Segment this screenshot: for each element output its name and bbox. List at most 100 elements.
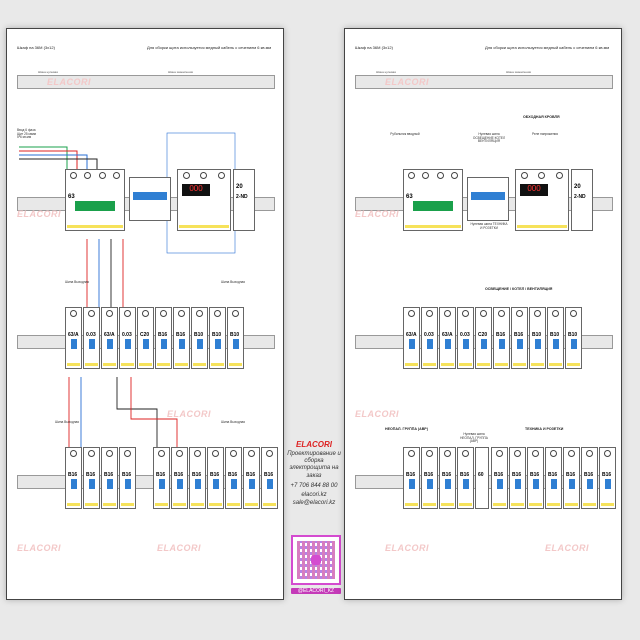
qr-code[interactable] bbox=[291, 535, 341, 585]
breaker[interactable]: C20 bbox=[137, 307, 154, 369]
breaker-rating: 0.03 bbox=[122, 332, 132, 338]
relay-setpoint[interactable]: 20 2-ND bbox=[233, 169, 255, 231]
right-header-left: Шкаф на 36М (3х12) bbox=[355, 45, 393, 50]
breaker-rating: B10 bbox=[532, 332, 542, 338]
brand-email[interactable]: sale@elacori.kz bbox=[292, 499, 336, 506]
breaker[interactable]: B16 bbox=[261, 447, 278, 509]
avr-module[interactable]: 60 bbox=[475, 447, 489, 509]
breaker[interactable]: B16 bbox=[563, 447, 580, 509]
voltage-relay[interactable]: 000 bbox=[515, 169, 569, 231]
breaker[interactable]: C20 bbox=[475, 307, 492, 369]
breaker[interactable]: B16 bbox=[225, 447, 242, 509]
breaker[interactable]: B16 bbox=[153, 447, 170, 509]
breaker[interactable]: B16 bbox=[243, 447, 260, 509]
breaker[interactable]: B16 bbox=[439, 447, 456, 509]
breaker[interactable]: B16 bbox=[527, 447, 544, 509]
watermark: ELACORI bbox=[355, 409, 399, 419]
relay-display-value: 20 bbox=[236, 184, 243, 190]
breaker-rating: B16 bbox=[228, 472, 238, 478]
breaker-rating: B16 bbox=[104, 472, 114, 478]
breaker[interactable]: B16 bbox=[119, 447, 136, 509]
row3-caption-left: Шина Выходная bbox=[55, 420, 79, 424]
voltage-relay[interactable]: 000 bbox=[177, 169, 231, 231]
breaker-rating: B16 bbox=[494, 472, 504, 478]
section-title-bottom-right: ТЕХНИКА И РОЗЕТКИ bbox=[525, 427, 564, 431]
main-switch[interactable]: 63 bbox=[403, 169, 463, 231]
breaker[interactable]: B16 bbox=[173, 307, 190, 369]
breaker[interactable]: B16 bbox=[83, 447, 100, 509]
breaker-rating: C20 bbox=[140, 332, 150, 338]
breaker-rating: B16 bbox=[460, 472, 470, 478]
breaker[interactable]: B16 bbox=[511, 307, 528, 369]
breaker[interactable]: B10 bbox=[227, 307, 244, 369]
row1-desc: Реле напряжения bbox=[531, 132, 559, 136]
section-title-top: ОБХОДНАЯ КРОВЛЯ bbox=[523, 115, 560, 119]
breaker[interactable]: B16 bbox=[403, 447, 420, 509]
breaker[interactable]: B10 bbox=[209, 307, 226, 369]
breaker[interactable]: B10 bbox=[529, 307, 546, 369]
breaker-rating: B16 bbox=[174, 472, 184, 478]
breaker[interactable]: 0.03 bbox=[421, 307, 438, 369]
right-sheet: Шкаф на 36М (3х12) Для сборки щита испол… bbox=[344, 28, 622, 600]
breaker[interactable]: B16 bbox=[207, 447, 224, 509]
breaker[interactable]: 63/A bbox=[439, 307, 456, 369]
breaker-rating: B16 bbox=[264, 472, 274, 478]
breaker[interactable]: B16 bbox=[581, 447, 598, 509]
row1-desc: Нулевая шина ОСВЕЩЕНИЕ КОТЕЛ ВЕНТИЛЯЦИЯ bbox=[472, 132, 506, 144]
breaker[interactable]: B10 bbox=[565, 307, 582, 369]
breaker[interactable]: B10 bbox=[191, 307, 208, 369]
breaker[interactable]: B16 bbox=[155, 307, 172, 369]
breaker[interactable]: 63/A bbox=[403, 307, 420, 369]
breaker[interactable]: B16 bbox=[491, 447, 508, 509]
breaker-rating: B16 bbox=[442, 472, 452, 478]
instagram-handle[interactable]: @ELACORI_KZ bbox=[291, 588, 341, 594]
brand-phone[interactable]: +7 706 844 88 00 bbox=[290, 482, 338, 489]
breaker-rating: B10 bbox=[568, 332, 578, 338]
breaker-rating: B16 bbox=[566, 472, 576, 478]
breaker[interactable]: 0.03 bbox=[457, 307, 474, 369]
breaker[interactable]: B16 bbox=[457, 447, 474, 509]
breaker[interactable]: 63/A bbox=[101, 307, 118, 369]
row3-caption-right: Шина Выходная bbox=[221, 420, 245, 424]
breaker-rating: B10 bbox=[194, 332, 204, 338]
breaker[interactable]: B16 bbox=[545, 447, 562, 509]
breaker-rating: B16 bbox=[496, 332, 506, 338]
watermark: ELACORI bbox=[385, 77, 429, 87]
watermark: ELACORI bbox=[355, 209, 399, 219]
left-header-left: Шкаф на 36М (3х12) bbox=[17, 45, 55, 50]
breaker[interactable]: B16 bbox=[101, 447, 118, 509]
relay-screen: 000 bbox=[520, 184, 548, 196]
breaker[interactable]: 0.03 bbox=[83, 307, 100, 369]
relay-setpoint[interactable]: 20 2-ND bbox=[571, 169, 593, 231]
left-sheet: Шкаф на 36М (3х12) Для сборки щита испол… bbox=[6, 28, 284, 600]
breaker-rating: B16 bbox=[424, 472, 434, 478]
breaker-rating: 63/A bbox=[104, 332, 115, 338]
rail-label-neutral: Шина нулевая bbox=[38, 70, 58, 74]
watermark: ELACORI bbox=[17, 209, 61, 219]
brand-panel: ELACORI Проектирование и сборка электрощ… bbox=[286, 440, 342, 507]
wire-label: Ввод 6 фаза Щит 25 квмм 5*6 кв.мм bbox=[17, 128, 36, 140]
breaker-rating: B16 bbox=[192, 472, 202, 478]
instagram-icon bbox=[311, 555, 321, 565]
left-header-right: Для сборки щита используется медный кабе… bbox=[147, 45, 272, 50]
breaker[interactable]: B16 bbox=[65, 447, 82, 509]
breaker[interactable]: B16 bbox=[493, 307, 510, 369]
relay-mode: 2-ND bbox=[574, 194, 586, 200]
breaker[interactable]: B16 bbox=[421, 447, 438, 509]
breaker-rating: B16 bbox=[156, 472, 166, 478]
brand-site[interactable]: elacori.kz bbox=[301, 491, 327, 498]
breaker[interactable]: B10 bbox=[547, 307, 564, 369]
breaker-rating: 63/A bbox=[406, 332, 417, 338]
rail-label-neutral: Шина нулевая bbox=[376, 70, 396, 74]
breaker-rating: B10 bbox=[230, 332, 240, 338]
breaker[interactable]: B16 bbox=[509, 447, 526, 509]
breaker[interactable]: B16 bbox=[599, 447, 616, 509]
breaker[interactable]: 63/A bbox=[65, 307, 82, 369]
neutral-bus-block bbox=[129, 177, 171, 221]
breaker[interactable]: B16 bbox=[171, 447, 188, 509]
breaker[interactable]: B16 bbox=[189, 447, 206, 509]
breaker[interactable]: 0.03 bbox=[119, 307, 136, 369]
breaker-rating: B10 bbox=[212, 332, 222, 338]
brand-name: ELACORI bbox=[296, 440, 332, 449]
main-switch[interactable]: 63 bbox=[65, 169, 125, 231]
